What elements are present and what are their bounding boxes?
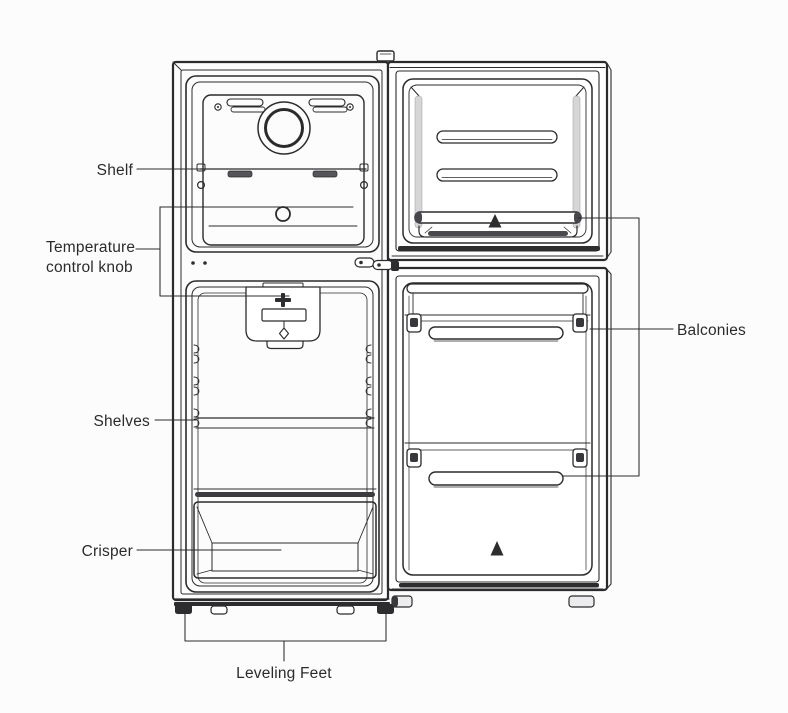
freezer-liner-outer [185,75,380,253]
screw-left [214,103,222,111]
freezer-gasket-outer [402,78,593,244]
leveling-foot-right [377,604,394,614]
middle-hinge [354,257,399,271]
divider-screw-right [203,261,207,265]
balcony-clip-left [406,448,422,468]
shelf-hook-left [196,163,206,172]
balconies-callout-bracket [562,217,674,477]
hinge-pin [391,261,399,271]
balcony-clip-left [406,313,422,333]
evaporator-back-panel [202,94,365,246]
bottom-tab [266,340,304,350]
shelf-peg-left [197,181,206,190]
freezer-door-edge-corner-bottom [607,251,612,258]
temperature-callout-bracket [135,206,354,297]
fridge-door-frame [395,275,600,583]
triangle-marker [488,214,502,228]
freezer-door-bottom-band [398,246,600,251]
gasket-corner-right [575,86,585,97]
cabinet-corner-edge [172,61,182,71]
base-tab-right [336,605,355,615]
cabinet-base-band [174,602,390,606]
balcony-front-bar [428,326,564,340]
label-balconies: Balconies [677,322,746,339]
label-temperature-control-knob-line1: Temperature [46,239,135,256]
label-shelf: Shelf [97,162,134,179]
door-channel-right [572,95,581,229]
freezer-door-balcony [414,211,582,238]
crisper-drawer [193,501,377,579]
fridge-door-outline [386,266,609,592]
crisper-cover-shelf [195,492,375,497]
fridge-door-bottom-band [399,583,599,588]
fridge-door [386,266,612,608]
dial-face-plate [261,308,307,322]
fridge-door-edge-corner [607,269,612,275]
top-hinge [376,50,395,62]
label-temperature-control-knob-line2: control knob [46,259,133,276]
shelf-hook-right [359,163,369,172]
hinges [191,50,399,271]
fridge-compartment [185,280,380,593]
leveling-feet-callout-bracket [184,611,387,662]
balcony-top-rail [406,283,589,294]
label-crisper: Crisper [82,543,133,560]
door-channel-left [414,95,423,229]
balcony-front-bar [428,471,564,486]
divider-screw-left [191,261,195,265]
fridge-door-balcony-lower [404,442,591,488]
fridge-door-balcony-upper [404,283,591,342]
vent-grille-right [308,98,348,113]
door-pad-right [568,595,595,608]
freezer-control-knob [275,206,291,222]
balcony-clip-right [572,448,588,468]
wall-ribs [193,344,372,428]
fridge-liner-outer [185,280,380,593]
label-leveling-feet: Leveling Feet [236,665,332,682]
labels: Shelf Temperature control knob Shelves C… [46,162,746,682]
triangle-marker [490,541,504,556]
shelf-peg-right [360,181,369,190]
gasket-corner-left [410,86,420,97]
cabinet-front-face [180,69,383,595]
freezer-door-edge-corner [607,63,612,71]
freezer-door-outline [386,60,609,262]
diamond-vent [278,327,290,340]
fridge-door-edge-corner-bottom [607,583,612,589]
cabinet-body [171,60,394,615]
door-ridge-lower [436,168,558,182]
fridge-door-liner [402,282,593,576]
door-pad-left-accent [392,596,398,607]
knob-stem [281,293,285,307]
vent-grille-left [226,98,266,113]
base-tab-left [210,605,228,615]
temperature-control-box [245,282,321,350]
callout-lines [135,168,674,662]
freezer-compartment [185,75,380,253]
shelf-tab-right [312,170,338,178]
freezer-door [386,60,612,262]
door-ridge-upper [436,130,558,144]
balcony-clip-right [572,313,588,333]
label-shelves: Shelves [93,413,150,430]
fan-housing [257,101,311,155]
shelf-tab-left [227,170,253,178]
leveling-foot-left [175,604,192,614]
freezer-liner-inner [191,81,374,248]
screw-right [346,103,354,111]
